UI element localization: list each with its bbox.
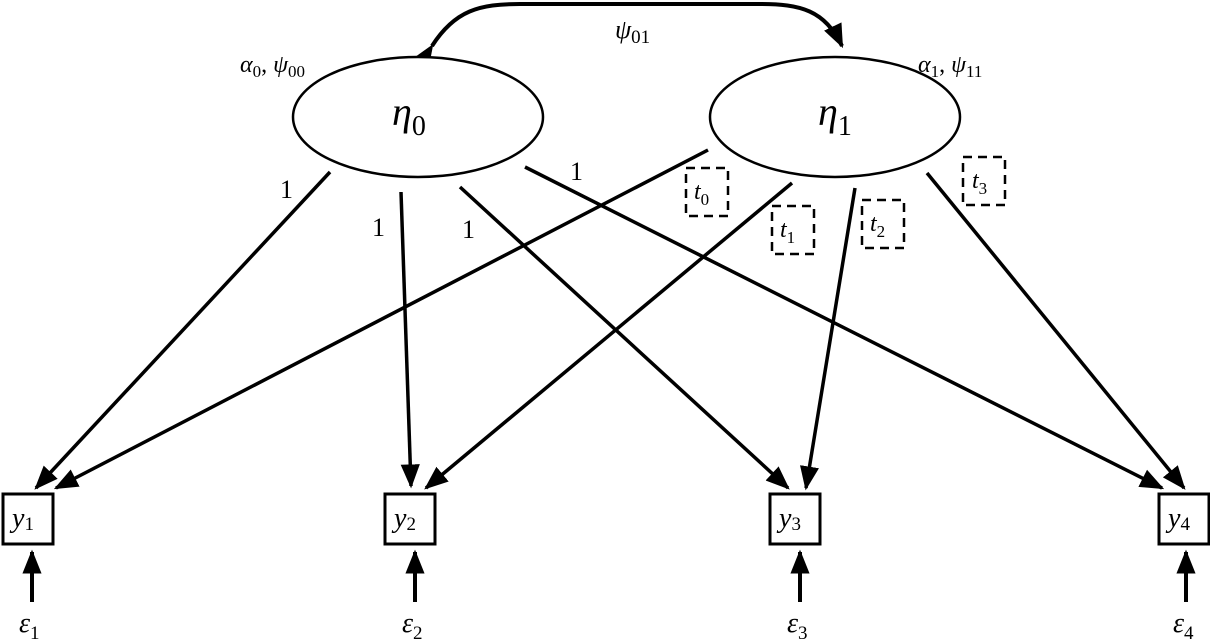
svg-text:y1: y1: [9, 503, 34, 535]
path-eta1-y2: [424, 181, 794, 490]
observed-y3: y3 ε3: [768, 492, 822, 642]
eta0-label: η0: [392, 89, 426, 142]
time-score-t3: t3: [961, 155, 1007, 207]
time-score-t0: t0: [684, 166, 730, 218]
loading-label-y3: 1: [462, 215, 475, 244]
latent-factor-intercept: η0 α0, ψ00: [240, 52, 545, 179]
box-y4: [1157, 492, 1210, 546]
svg-text:t3: t3: [972, 168, 987, 198]
svg-text:t2: t2: [870, 211, 885, 241]
loading-label-y2: 1: [372, 213, 385, 242]
loading-label-y1: 1: [280, 175, 293, 204]
path-eta0-y1: [34, 170, 332, 490]
error-e1: ε1: [19, 608, 40, 642]
observed-y4: y4 ε4: [1157, 492, 1210, 642]
eta0-params: α0, ψ00: [240, 52, 305, 81]
slope-paths: [53, 148, 1186, 491]
svg-text:t1: t1: [780, 217, 795, 247]
intercept-loading-labels: 1 1 1 1: [280, 157, 583, 244]
eta1-label: η1: [818, 89, 852, 142]
latent-factor-slope: η1 α1, ψ11: [708, 52, 982, 179]
error-e4: ε4: [1173, 608, 1194, 642]
ellipse-eta0: [291, 55, 545, 179]
observed-y1: y1 ε1: [1, 492, 55, 642]
box-y2: [383, 492, 437, 546]
svg-text:y2: y2: [391, 503, 416, 535]
eta1-params: α1, ψ11: [918, 52, 982, 81]
loading-label-y4: 1: [570, 157, 583, 186]
slope-loading-labels: t0 t1 t2 t3: [684, 155, 1007, 256]
error-e2: ε2: [402, 608, 423, 642]
path-eta1-y1: [53, 148, 709, 490]
svg-text:y3: y3: [776, 503, 801, 535]
path-eta0-y4: [524, 165, 1165, 490]
path-eta0-y2: [399, 191, 420, 489]
path-eta1-y3: [800, 187, 857, 491]
intercept-paths: [34, 165, 1165, 490]
box-y1: [1, 492, 55, 546]
svg-text:t0: t0: [694, 179, 709, 209]
box-y3: [768, 492, 822, 546]
ellipse-eta1: [708, 55, 962, 179]
time-score-t2: t2: [860, 198, 906, 250]
svg-text:y4: y4: [1165, 503, 1190, 535]
path-eta0-y3: [458, 185, 790, 490]
covariance-arrow: [412, 1, 844, 70]
time-score-t1: t1: [770, 204, 816, 256]
path-eta1-y4: [925, 171, 1186, 490]
covariance-label: ψ01: [615, 15, 650, 48]
error-e3: ε3: [787, 608, 808, 642]
observed-y2: y2 ε2: [383, 492, 437, 642]
